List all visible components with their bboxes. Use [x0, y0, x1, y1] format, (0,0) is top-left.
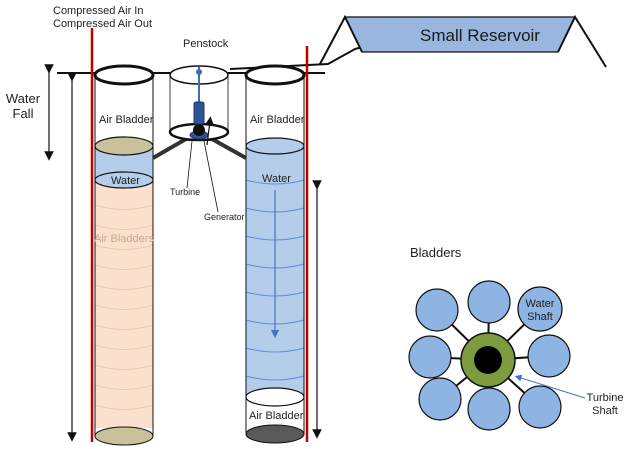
turbine-shaft-label-line1: Turbine: [586, 392, 624, 404]
air-bladders-left-label: Air Bladders: [94, 233, 154, 245]
penstock-label: Penstock: [183, 38, 229, 50]
water-fall-label: Water Fall: [5, 91, 41, 122]
bladder-circle: [518, 385, 562, 429]
bladder-circle: [415, 288, 459, 332]
bladders-title: Bladders: [410, 245, 462, 260]
right-column: [244, 64, 306, 444]
small-reservoir: [319, 14, 607, 68]
turbine-shaft-pointer: [514, 374, 586, 399]
bladder-circle: [467, 387, 511, 431]
water-shaft-label: Water Shaft: [518, 298, 562, 323]
turbine-shaft-core: [474, 346, 502, 374]
compressed-air-out-label: Compressed Air Out: [53, 18, 153, 30]
bladder-circle: [418, 377, 462, 421]
turbine-shaft-label-line2: Shaft: [592, 404, 618, 417]
penstock: [152, 65, 247, 213]
water-left-label: Water: [111, 175, 140, 187]
air-bladder-right-top-label: Air Bladder: [250, 114, 305, 126]
generator-label: Generator: [204, 212, 245, 222]
bladder-circle: [408, 335, 452, 379]
water-right-label: Water: [262, 173, 291, 185]
air-bladder-right-bottom-label: Air Bladder: [249, 410, 304, 422]
bladder-circle: [527, 334, 571, 378]
water-fall-label-line1: Water: [5, 91, 41, 106]
water-shaft-label-line2: Shaft: [527, 310, 553, 323]
turbine-shaft-label: Turbine Shaft: [580, 392, 630, 417]
turbine-label: Turbine: [170, 187, 201, 197]
small-reservoir-label: Small Reservoir: [420, 26, 540, 45]
water-shaft-label-line1: Water: [525, 298, 555, 310]
bladder-circle: [467, 280, 511, 324]
water-shaft-circle: [517, 286, 563, 332]
supply-pipe: [229, 43, 373, 70]
air-bladder-left-top-label: Air Bladder: [99, 114, 154, 126]
generator-icon: [193, 101, 205, 125]
bladders-cross-section: [408, 280, 586, 431]
compressed-air-in-label: Compressed Air In: [53, 5, 144, 17]
left-column: [93, 64, 155, 446]
water-fall-label-line2: Fall: [12, 105, 34, 121]
